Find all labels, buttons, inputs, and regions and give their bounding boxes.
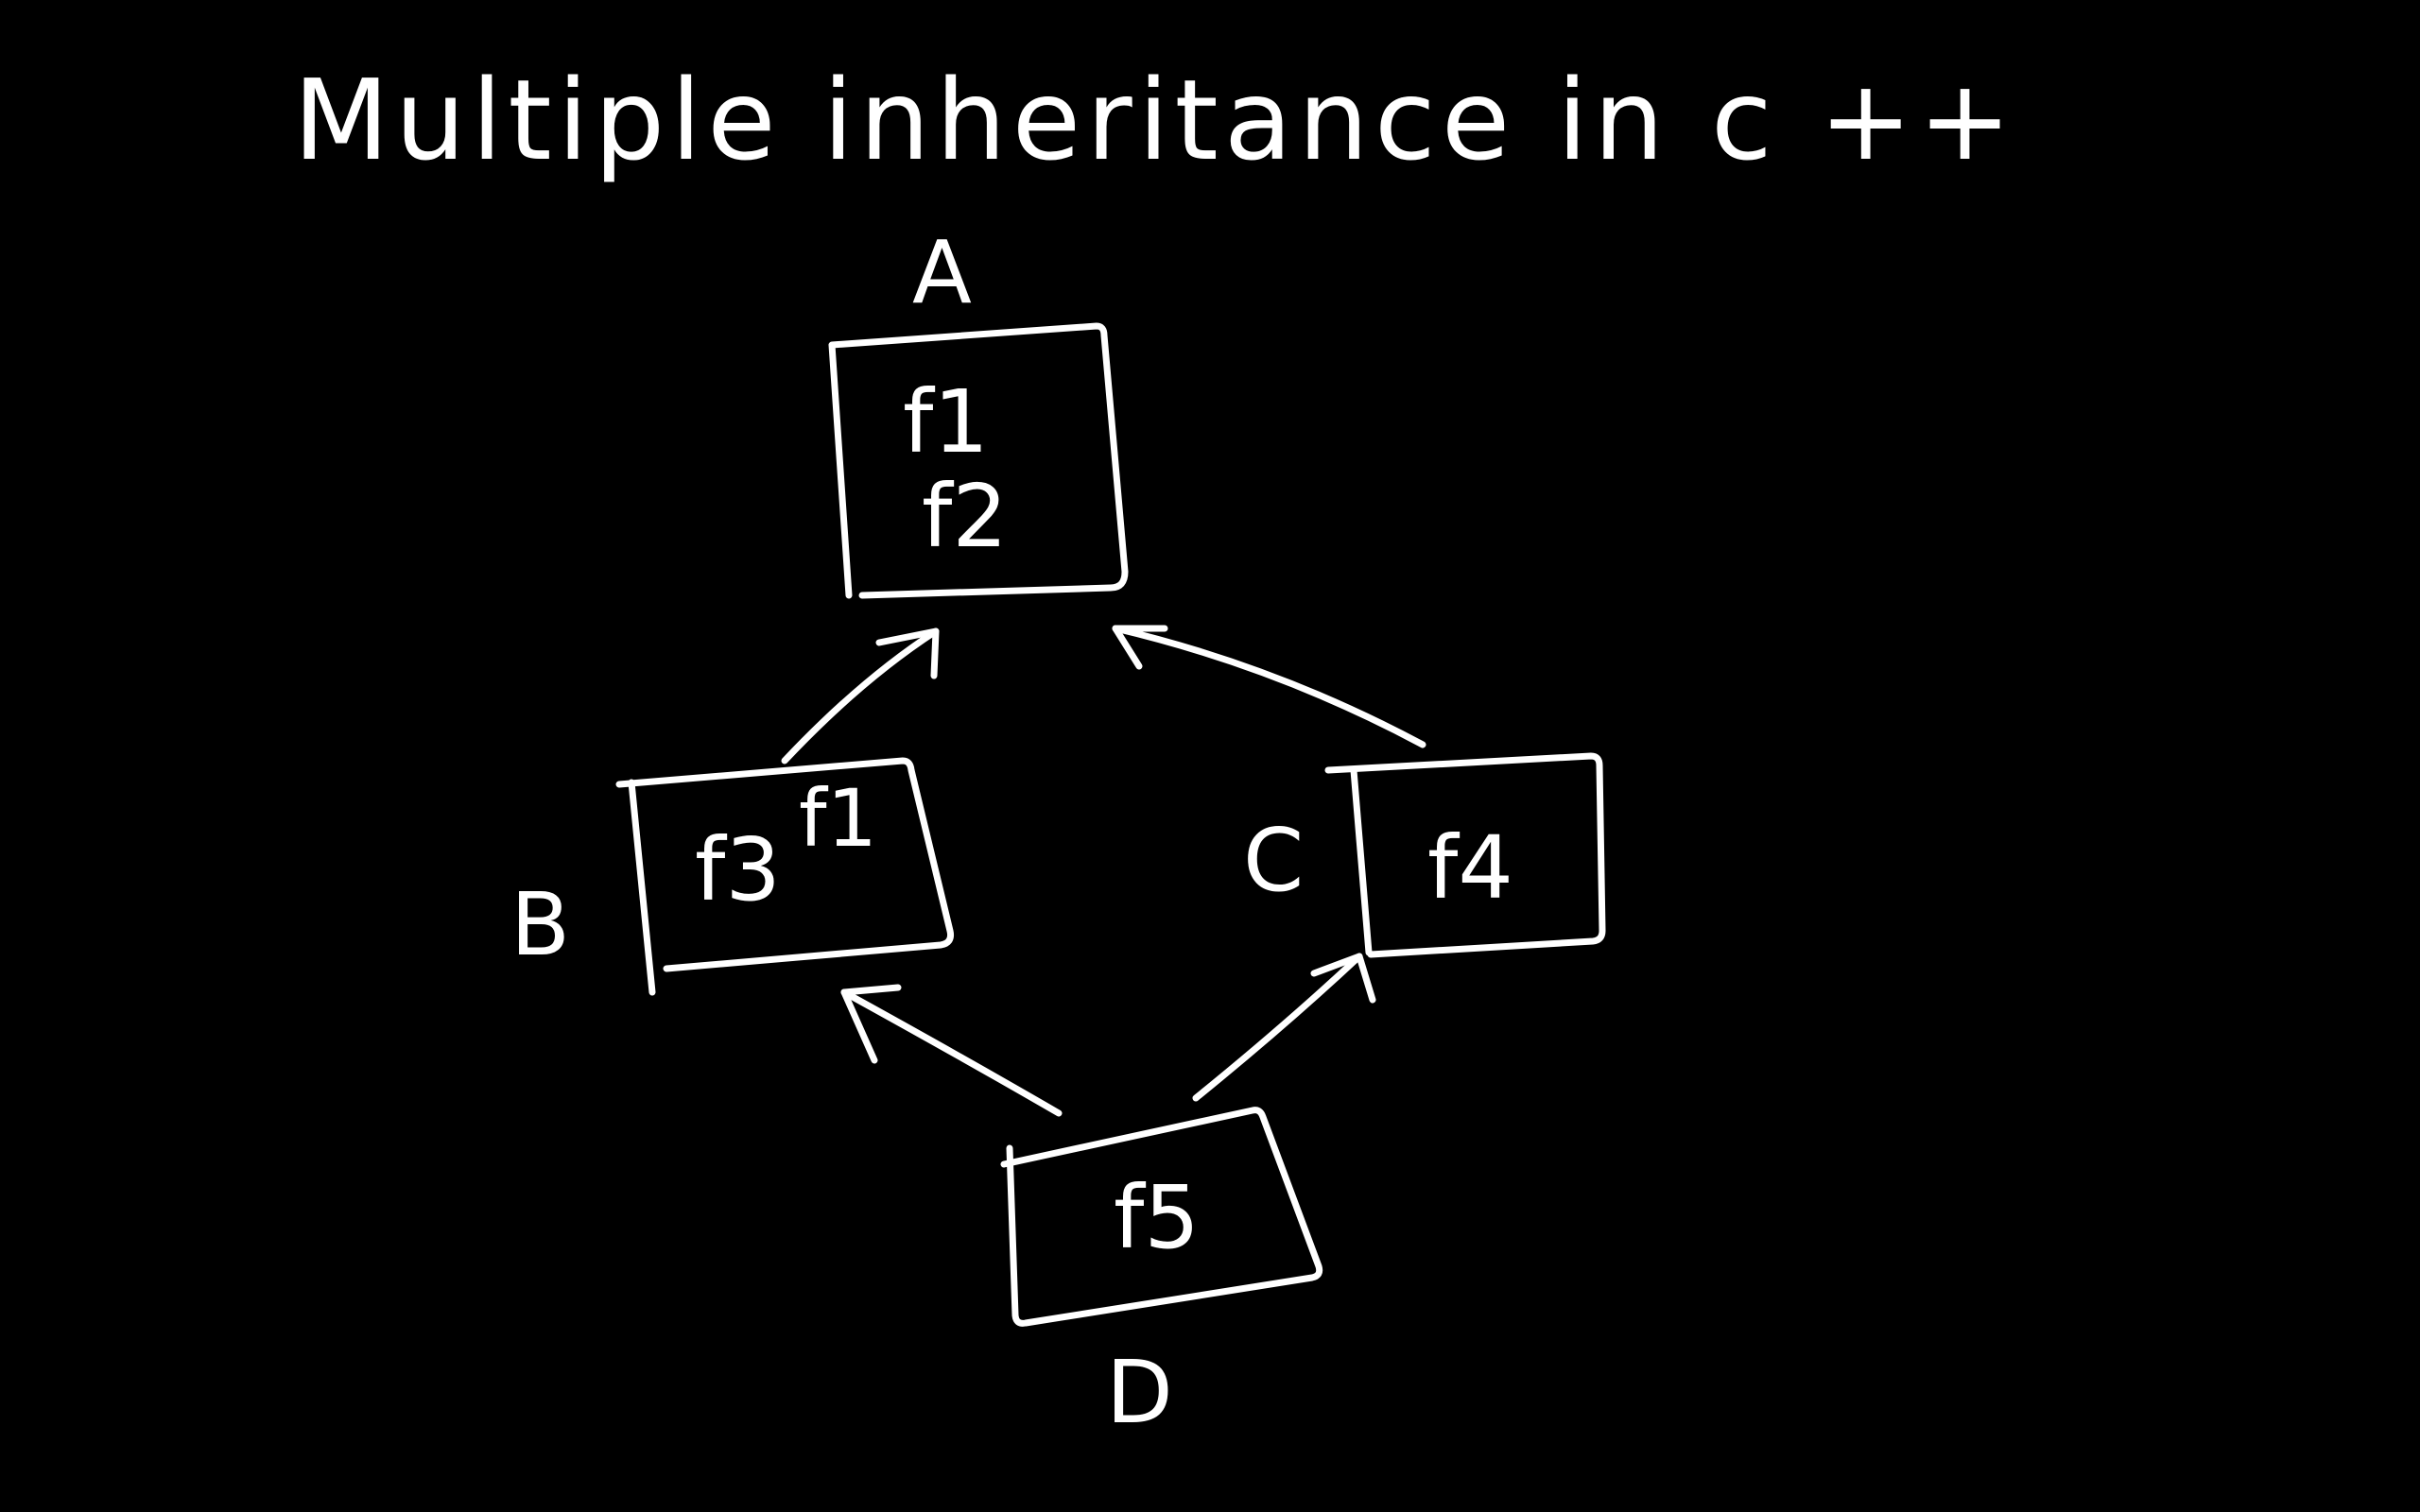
function-label-b-2: f1 xyxy=(799,772,877,865)
function-label-b-1: f3 xyxy=(695,819,781,920)
arrowhead-icon xyxy=(1310,953,1376,1004)
class-box-a xyxy=(828,322,1129,599)
node-label-a: A xyxy=(912,222,972,323)
edge-b-to-a xyxy=(781,627,940,765)
function-label-a-2: f2 xyxy=(922,466,1008,567)
edge-c-to-a xyxy=(1112,625,1426,748)
class-box-c xyxy=(1324,752,1606,958)
arrowhead-icon xyxy=(840,984,902,1064)
arrowhead-icon xyxy=(1112,625,1168,670)
arrow-line-b-a xyxy=(781,627,940,765)
arrow-line-d-c xyxy=(1192,953,1363,1102)
function-label-d-1: f5 xyxy=(1114,1167,1200,1268)
class-box-b xyxy=(615,757,954,996)
class-node-d: D f5 xyxy=(1000,1107,1323,1443)
node-label-b: B xyxy=(510,874,570,975)
class-node-c: C f4 xyxy=(1243,752,1606,958)
function-label-a-1: f1 xyxy=(903,371,989,472)
arrow-line-d-b xyxy=(840,988,1063,1117)
class-box-d xyxy=(1000,1107,1323,1327)
arrowhead-icon xyxy=(875,627,940,679)
class-node-b: B f3 f1 xyxy=(510,757,954,996)
edge-d-to-c xyxy=(1192,953,1376,1102)
node-label-c: C xyxy=(1243,810,1304,911)
class-node-a: A f1 f2 xyxy=(828,222,1129,599)
diagram-title: Multiple inheritance in c ++ xyxy=(293,55,2017,185)
node-label-d: D xyxy=(1106,1342,1173,1443)
function-label-c-1: f4 xyxy=(1427,817,1513,919)
arrow-line-c-a xyxy=(1112,625,1426,748)
edge-d-to-b xyxy=(840,984,1063,1117)
